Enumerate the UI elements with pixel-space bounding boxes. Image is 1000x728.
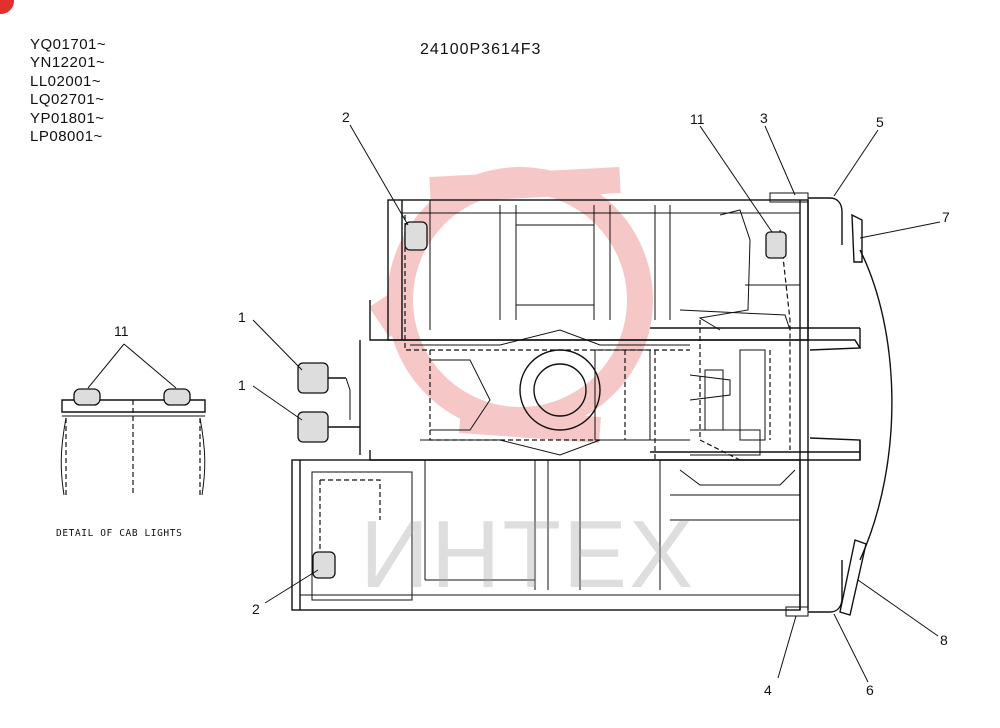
work-lamps [297,221,787,579]
lamp-icon [297,411,329,443]
lamp-icon [765,231,787,259]
callout-label: 7 [942,209,950,225]
callout-leaders [252,124,941,683]
lamp-icon [404,221,428,251]
callout-label: 11 [114,323,129,339]
callout-label: 2 [342,109,350,125]
rear-counterweight [769,192,893,617]
callout-label: 3 [760,110,768,126]
lamp-icon [163,388,191,406]
serial-range: LL02001~ [30,72,102,90]
serial-range: YQ01701~ [30,36,107,53]
watermark-emblem [369,167,653,443]
callout-label: 1 [238,309,246,325]
serial-range: YN12201~ [30,54,106,72]
serial-range: LP08001~ [30,128,103,146]
callout-label: 6 [866,682,874,698]
lamp-icon [297,362,329,394]
callout-label: 2 [252,601,260,617]
callout-label: 5 [876,114,884,130]
serial-range: YP01801~ [30,109,105,127]
lamp-icon [312,551,336,579]
wiring-harness [319,215,791,560]
callout-label: 4 [764,682,772,698]
lamp-icon [73,388,101,406]
detail-caption: DETAIL OF CAB LIGHTS [56,528,183,539]
serial-range-list: YQ01701~ YN12201~ LL02001~ LQ02701~ YP01… [30,36,106,146]
callout-label: 8 [940,632,948,648]
serial-range: LQ02701~ [30,91,105,109]
callout-label: 11 [690,111,705,127]
drawing-number: 24100P3614F3 [420,41,542,58]
cab-lights-detail [60,343,206,496]
watermark-text: ИНТЕХ [360,501,696,608]
callout-numbers: 1 1 2 2 3 5 11 7 8 4 6 11 [114,109,950,698]
callout-label: 1 [238,377,246,393]
